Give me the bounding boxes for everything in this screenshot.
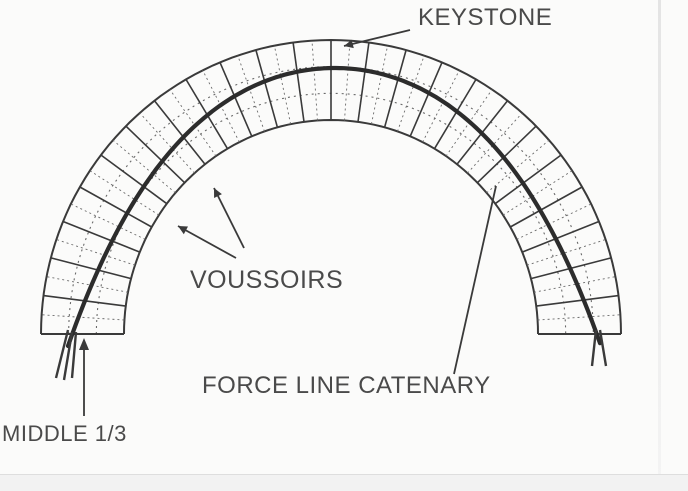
voussoir-joint — [219, 62, 253, 137]
voussoir-sub-joint — [169, 89, 217, 157]
voussoir-sub-joint — [467, 112, 523, 174]
voussoir-sub-joint — [112, 139, 176, 194]
voussoir-sub-joint — [139, 112, 195, 174]
voussoir-joint — [50, 257, 132, 280]
voussoir-joint — [153, 100, 206, 165]
voussoir-arrow-left-head — [178, 226, 188, 235]
voussoir-sub-joint — [89, 170, 160, 216]
voussoir-joint — [536, 294, 619, 307]
voussoir-sub-joint — [422, 70, 460, 143]
voussoir-sub-joint — [526, 239, 606, 266]
force-line-catenary — [65, 65, 603, 349]
voussoir-sub-joint — [273, 45, 292, 125]
force-line-label: FORCE LINE CATENARY — [202, 372, 491, 399]
voussoir-joint — [433, 78, 477, 150]
voussoir-sub-joint — [533, 276, 616, 293]
voussoir-sub-joint — [70, 203, 146, 240]
right-thrust-lines — [590, 329, 608, 367]
voussoir-joint — [357, 42, 370, 122]
voussoir-joint — [79, 186, 153, 228]
keystone-arrow-head — [344, 39, 354, 49]
annotation-arrows — [79, 29, 497, 416]
middle-third-inner-line — [95, 92, 567, 335]
voussoir-joint — [292, 42, 305, 122]
voussoir-sub-joint — [237, 55, 265, 132]
voussoir-sub-joint — [311, 40, 318, 121]
voussoir-sub-joint — [46, 276, 129, 293]
voussoir-sub-joint — [537, 314, 621, 321]
voussoir-sub-joint — [516, 203, 592, 240]
voussoir-sub-joint — [397, 55, 425, 132]
page-edge-right — [658, 0, 661, 490]
voussoir-arrow-up-head — [214, 188, 222, 198]
voussoir-sub-joint — [56, 239, 136, 266]
force-line-leader — [453, 185, 497, 375]
voussoir-sub-joint — [41, 314, 125, 321]
voussoir-sub-joint — [502, 170, 573, 216]
left-thrust-lines — [54, 329, 78, 381]
keystone-arrow — [343, 29, 411, 47]
voussoir-joint — [494, 154, 562, 205]
voussoir-joint — [125, 125, 186, 184]
voussoir-arrow-up — [213, 187, 245, 249]
arch-structure — [40, 38, 622, 381]
voussoir-sub-joint — [344, 40, 351, 121]
middle-third-leader-head — [79, 338, 89, 350]
keystone-label: KEYSTONE — [418, 4, 553, 31]
voussoir-sub-joint — [486, 139, 550, 194]
voussoir-joint — [62, 220, 141, 253]
voussoir-joint — [476, 125, 537, 184]
voussoir-joint — [521, 220, 600, 253]
voussoir-joint — [509, 186, 583, 228]
voussoir-joint — [383, 49, 407, 128]
voussoir-joint — [409, 62, 443, 137]
voussoir-sub-joint — [370, 45, 389, 125]
voussoir-joint — [100, 154, 168, 205]
voussoirs-label: VOUSSOIRS — [190, 266, 344, 294]
page-edge-bottom — [0, 474, 688, 491]
voussoir-arrow-left — [177, 225, 237, 259]
voussoir-joint — [255, 49, 279, 128]
middle-third-label: MIDDLE 1/3 — [2, 421, 127, 446]
